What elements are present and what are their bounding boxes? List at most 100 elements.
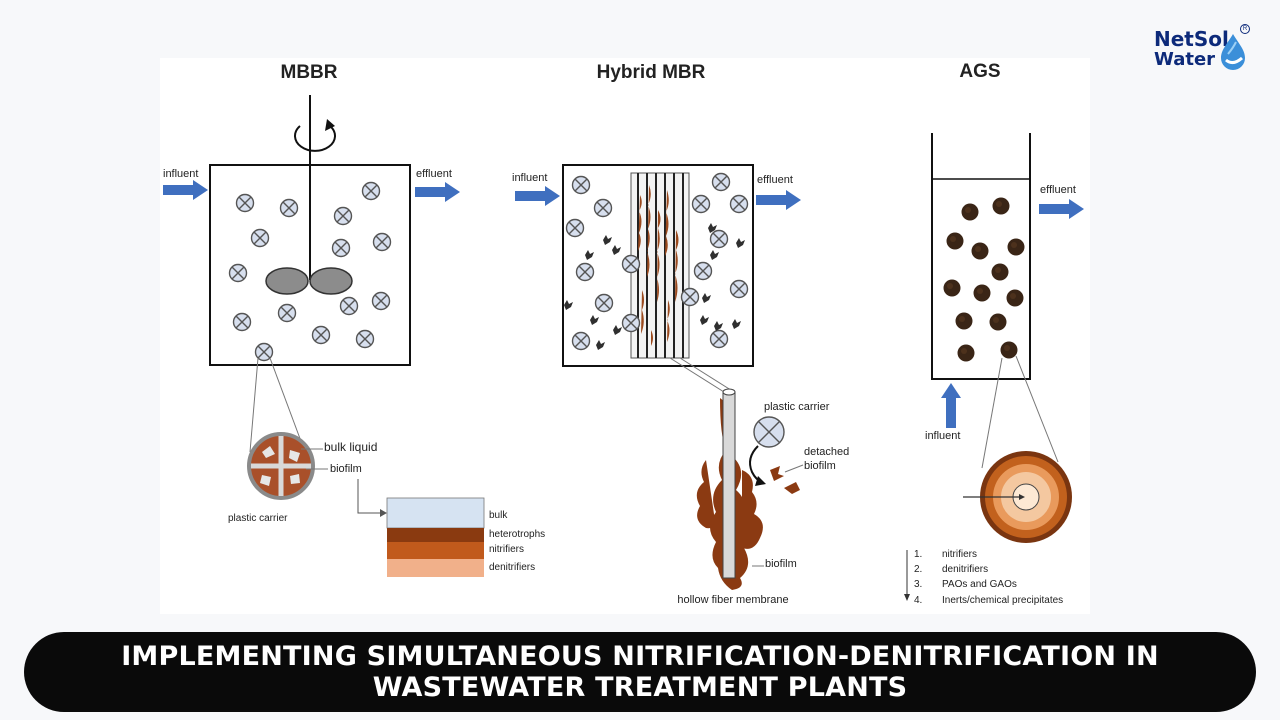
bulk-liquid-label: bulk liquid xyxy=(324,440,377,454)
leader-line xyxy=(784,464,804,473)
granule-cross-section xyxy=(980,451,1072,543)
magnified-hollow-fiber xyxy=(696,388,763,590)
carrier-icon xyxy=(232,312,252,332)
carrier-icon xyxy=(235,193,255,213)
carrier-icon xyxy=(729,194,749,214)
carrier-icon xyxy=(680,287,700,307)
layer-bulk xyxy=(386,497,485,529)
granule-icon xyxy=(1006,289,1024,307)
carrier-icon xyxy=(254,342,274,362)
layer-label-heterotrophs: heterotrophs xyxy=(489,529,545,540)
carrier-icon xyxy=(371,291,391,311)
ags-influent-arrow-icon xyxy=(941,383,961,428)
carrier-icon xyxy=(571,175,591,195)
carrier-icon xyxy=(355,329,375,349)
legend-text-3: PAOs and GAOs xyxy=(942,579,1017,590)
legend-num-4: 4. xyxy=(914,595,922,606)
rotation-arrow-icon xyxy=(294,125,336,152)
plastic-carrier-label: plastic carrier xyxy=(228,513,288,524)
layer-pointer-arrowhead-icon xyxy=(1019,494,1025,500)
biofilm-label: biofilm xyxy=(330,463,362,475)
legend-arrowhead-icon xyxy=(904,594,910,601)
connector-arrowhead-icon xyxy=(380,509,387,517)
hybrid-effluent-label: effluent xyxy=(757,174,793,186)
carrier-icon xyxy=(693,261,713,281)
carrier-icon xyxy=(709,229,729,249)
detachment-arrowhead-icon xyxy=(755,476,766,486)
hollow-fiber-membrane-label: hollow fiber membrane xyxy=(677,594,788,606)
hybrid-reactor-tank xyxy=(562,164,754,367)
granule-icon xyxy=(989,313,1007,331)
granule-icon xyxy=(955,312,973,330)
zoom-line xyxy=(249,357,259,453)
impeller-blade-right xyxy=(309,267,353,295)
carrier-icon xyxy=(575,262,595,282)
granule-icon xyxy=(991,263,1009,281)
membrane-module xyxy=(630,172,690,359)
carrier-icon xyxy=(621,254,641,274)
carrier-cross-line xyxy=(757,420,781,444)
carrier-icon xyxy=(339,296,359,316)
carrier-icon xyxy=(594,293,614,313)
carrier-icon xyxy=(691,194,711,214)
logo-text-line2: Water xyxy=(1154,49,1216,70)
carrier-icon xyxy=(565,218,585,238)
impeller-blade-left xyxy=(265,267,309,295)
detached-label-line1: detached xyxy=(804,446,849,458)
ags-section: AGS effluent influent xyxy=(904,61,1084,606)
carrier-icon xyxy=(729,279,749,299)
layer-nitrifiers xyxy=(387,542,484,559)
ags-influent-label: influent xyxy=(925,430,960,442)
legend-num-1: 1. xyxy=(914,549,922,560)
detached-biofilm-fragment xyxy=(770,466,784,481)
layer-denitrifiers xyxy=(387,559,484,577)
ags-effluent-label: effluent xyxy=(1040,184,1076,196)
hybrid-biofilm-label: biofilm xyxy=(765,558,797,570)
legend-text-4: Inerts/chemical precipitates xyxy=(942,595,1063,606)
zoom-line xyxy=(669,357,725,393)
carrier-icon xyxy=(277,303,297,323)
ags-legend: 1. nitrifiers 2. denitrifiers 3. PAOs an… xyxy=(904,549,1063,606)
legend-text-1: nitrifiers xyxy=(942,549,977,560)
layer-connector xyxy=(357,479,380,514)
granule-icon xyxy=(1007,238,1025,256)
rotation-arrowhead-icon xyxy=(325,119,335,131)
granule-icon xyxy=(946,232,964,250)
granule-icon xyxy=(973,284,991,302)
carrier-icon xyxy=(372,232,392,252)
zoom-line xyxy=(269,357,306,453)
layer-label-nitrifiers: nitrifiers xyxy=(489,544,524,555)
legend-num-3: 3. xyxy=(914,579,922,590)
legend-text-2: denitrifiers xyxy=(942,564,988,575)
granule-icon xyxy=(992,197,1010,215)
ags-title: AGS xyxy=(959,61,1000,82)
layer-label-bulk: bulk xyxy=(489,510,508,521)
mbbr-influent-label: influent xyxy=(163,168,198,180)
carrier-icon xyxy=(333,206,353,226)
netsol-water-logo[interactable]: NetSol Water R xyxy=(1150,22,1260,78)
carrier-icon xyxy=(711,172,731,192)
carrier-icon xyxy=(228,263,248,283)
carrier-icon xyxy=(279,198,299,218)
carrier-icon xyxy=(709,329,729,349)
banner-title: IMPLEMENTING SIMULTANEOUS NITRIFICATION-… xyxy=(121,641,1159,703)
layer-heterotrophs xyxy=(387,528,484,542)
carrier-icon xyxy=(331,238,351,258)
water-drop-icon xyxy=(1221,34,1245,70)
granule-icon xyxy=(957,344,975,362)
logo-text-line1: NetSol xyxy=(1154,27,1229,51)
title-banner: IMPLEMENTING SIMULTANEOUS NITRIFICATION-… xyxy=(24,632,1256,712)
granule-icon xyxy=(1000,341,1018,359)
hybrid-mbr-section: Hybrid MBR xyxy=(512,62,849,606)
biofilm-layers xyxy=(386,497,485,577)
diagram-panel xyxy=(160,58,1090,614)
granule-icon xyxy=(961,203,979,221)
mbbr-section: MBBR influent effluent xyxy=(163,62,545,577)
registered-mark: R xyxy=(1240,24,1250,34)
hybrid-mbr-title: Hybrid MBR xyxy=(597,62,706,83)
carrier-icon xyxy=(361,181,381,201)
carrier-icon xyxy=(571,331,591,351)
carrier-icon xyxy=(621,313,641,333)
carrier-icon xyxy=(593,198,613,218)
